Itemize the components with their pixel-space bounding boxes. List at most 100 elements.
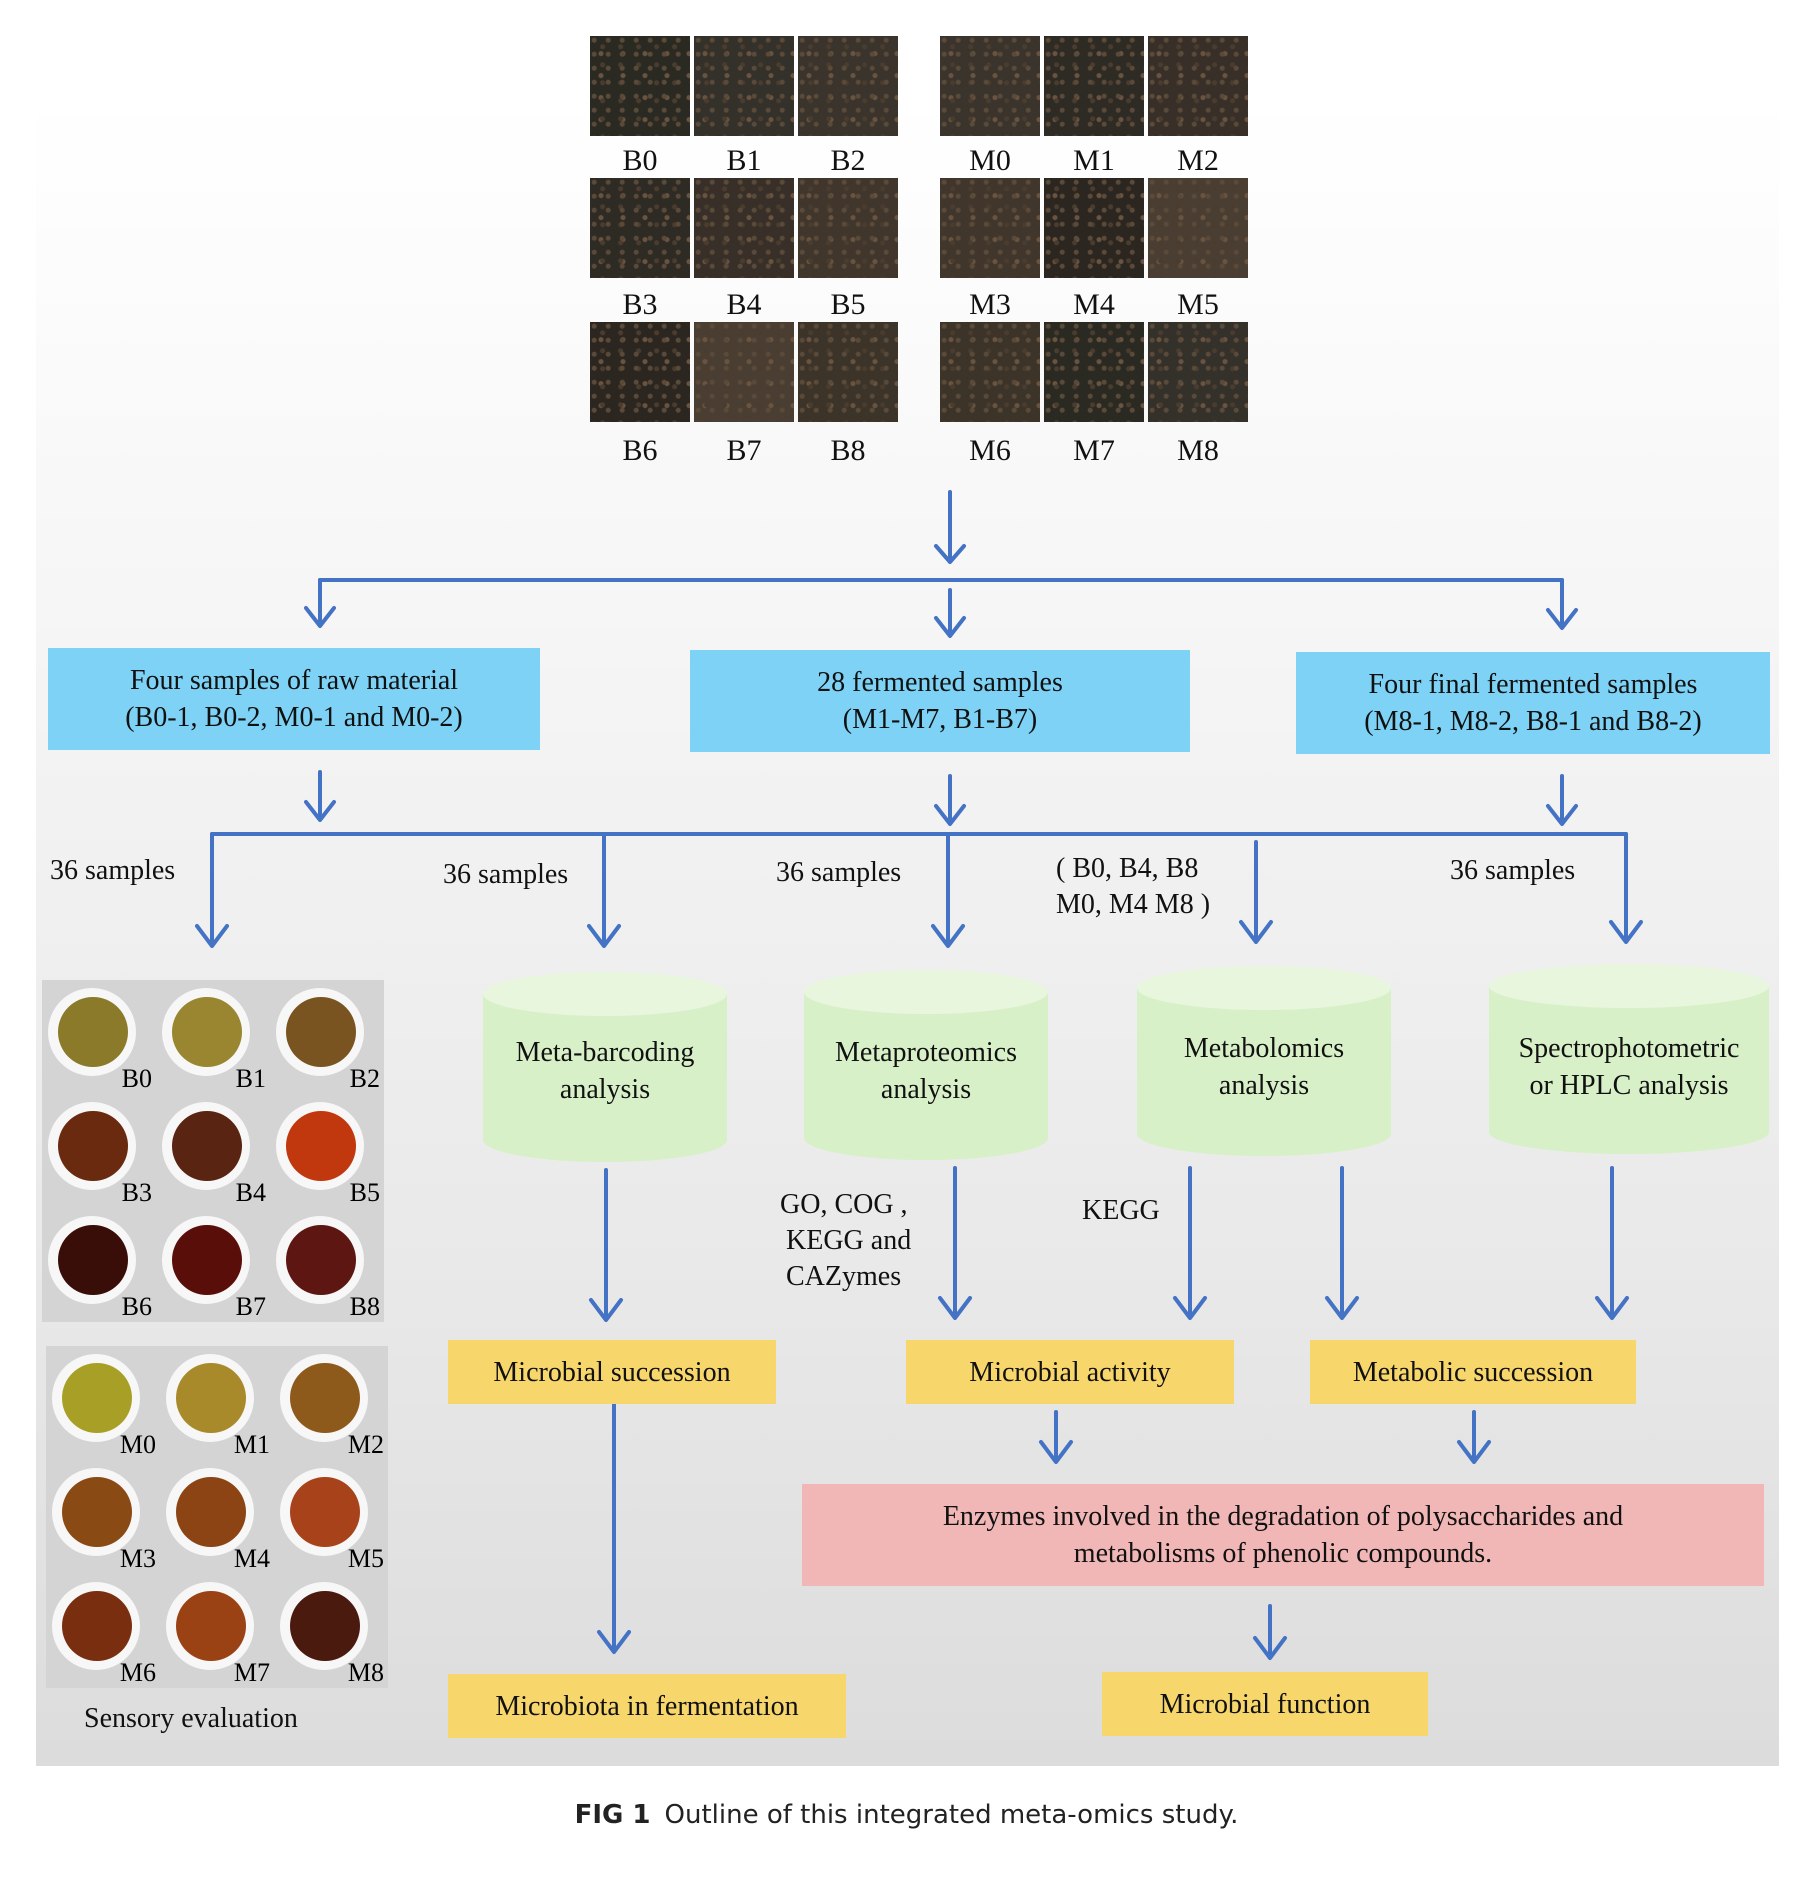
- group-final-line2: (M8-1, M8-2, B8-1 and B8-2): [1364, 706, 1702, 737]
- analysis-spectrophotometric: Spectrophotometric or HPLC analysis: [1488, 962, 1770, 1158]
- analysis-meta-barcoding: Meta-barcoding analysis: [482, 970, 728, 1166]
- sensory-cup-label: M4: [233, 1544, 270, 1573]
- group-raw-line2: (B0-1, B0-2, M0-1 and M0-2): [125, 702, 463, 733]
- sensory-cup-label: B5: [349, 1178, 380, 1207]
- tea-infusion: [286, 997, 356, 1067]
- sensory-cup-b2: B2: [270, 980, 384, 1094]
- tea-leaf-label-m5: M5: [1177, 288, 1219, 321]
- sensory-evaluation-label: Sensory evaluation: [84, 1703, 298, 1734]
- sensory-cup-m4: M4: [160, 1460, 274, 1574]
- tea-leaf-photo-m5: [1148, 178, 1248, 278]
- branch-label-metabolomics-2: M0, M4 M8 ): [1056, 889, 1211, 920]
- tea-leaf-photo-m8: [1148, 322, 1248, 422]
- sensory-cup-label: B1: [235, 1064, 266, 1093]
- tea-leaf-photo-m4: [1044, 178, 1144, 278]
- analysis-metabolomics-line1: Metabolomics: [1183, 1033, 1345, 1064]
- tea-leaf-photo-m2: [1148, 36, 1248, 136]
- enzymes-line2: metabolisms of phenolic compounds.: [1073, 1538, 1493, 1569]
- tea-infusion: [58, 1111, 128, 1181]
- tea-leaf-photo-b1: [694, 36, 794, 136]
- tea-leaf-photo-b0: [590, 36, 690, 136]
- sensory-cup-label: B8: [349, 1292, 380, 1321]
- tea-leaf-photo-m6: [940, 322, 1040, 422]
- tea-infusion: [176, 1363, 246, 1433]
- tea-leaf-label-b3: B3: [622, 288, 658, 321]
- tea-leaf-label-m8: M8: [1177, 434, 1219, 467]
- sensory-cup-label: M6: [119, 1658, 156, 1687]
- analysis-spectro-line2: or HPLC analysis: [1529, 1070, 1729, 1101]
- tea-leaf-photo-b8: [798, 322, 898, 422]
- tea-infusion: [290, 1591, 360, 1661]
- sensory-cup-b0: B0: [42, 980, 156, 1094]
- tea-leaf-photo-m3: [940, 178, 1040, 278]
- tea-leaf-photo-b5: [798, 178, 898, 278]
- annotation-proteomics-2: KEGG and: [786, 1225, 912, 1256]
- tea-leaf-photo-b2: [798, 36, 898, 136]
- analysis-barcoding-line2: analysis: [559, 1074, 651, 1105]
- tea-leaf-label-m1: M1: [1073, 144, 1115, 177]
- tea-infusion: [62, 1591, 132, 1661]
- sensory-cup-m1: M1: [160, 1346, 274, 1460]
- tea-infusion: [290, 1477, 360, 1547]
- annotation-proteomics-1: GO, COG ,: [780, 1189, 908, 1220]
- tea-infusion: [176, 1477, 246, 1547]
- sensory-cup-label: B2: [349, 1064, 380, 1093]
- outcome-microbial-activity: Microbial activity: [906, 1340, 1234, 1404]
- outcome-microbiota-in-fermentation: Microbiota in fermentation: [448, 1674, 846, 1738]
- tea-infusion: [58, 997, 128, 1067]
- sensory-cup-m3: M3: [46, 1460, 160, 1574]
- sensory-cup-label: M5: [347, 1544, 384, 1573]
- sensory-cup-b4: B4: [156, 1094, 270, 1208]
- tea-leaf-label-m0: M0: [969, 144, 1011, 177]
- annotation-metabolomics: KEGG: [1082, 1195, 1160, 1226]
- tea-leaf-photo-m7: [1044, 322, 1144, 422]
- sensory-cup-b3: B3: [42, 1094, 156, 1208]
- tea-leaf-label-b4: B4: [726, 288, 762, 321]
- sensory-cup-label: M0: [119, 1430, 156, 1459]
- branch-label-spectro: 36 samples: [1450, 855, 1576, 886]
- group-fermented-line2: (M1-M7, B1-B7): [842, 704, 1038, 735]
- tea-leaf-photo-m1: [1044, 36, 1144, 136]
- annotation-proteomics-3: CAZymes: [786, 1261, 902, 1292]
- group-fermented: 28 fermented samples (M1-M7, B1-B7): [690, 650, 1190, 752]
- group-fermented-line1: 28 fermented samples: [817, 667, 1063, 698]
- group-raw-line1: Four samples of raw material: [129, 665, 459, 696]
- analysis-proteomics-line2: analysis: [880, 1074, 972, 1105]
- sensory-cup-label: M1: [233, 1430, 270, 1459]
- outcome-enzymes: Enzymes involved in the degradation of p…: [802, 1484, 1764, 1586]
- group-final-fermented: Four final fermented samples (M8-1, M8-2…: [1296, 652, 1770, 754]
- tea-infusion: [172, 1225, 242, 1295]
- tea-infusion: [290, 1363, 360, 1433]
- group-final-line1: Four final fermented samples: [1368, 669, 1698, 700]
- tea-infusion: [286, 1225, 356, 1295]
- outcome-microbial-function: Microbial function: [1102, 1672, 1428, 1736]
- analysis-metabolomics: Metabolomics analysis: [1136, 964, 1392, 1160]
- tea-leaf-label-b1: B1: [726, 144, 762, 177]
- sensory-cup-label: B6: [121, 1292, 152, 1321]
- sensory-cup-b1: B1: [156, 980, 270, 1094]
- branch-label-barcoding: 36 samples: [443, 859, 569, 890]
- sensory-cup-m8: M8: [274, 1574, 388, 1688]
- tea-leaf-photo-b4: [694, 178, 794, 278]
- sensory-cup-label: M2: [347, 1430, 384, 1459]
- caption-text: Outline of this integrated meta-omics st…: [664, 1800, 1239, 1830]
- sensory-cup-label: B4: [235, 1178, 266, 1207]
- tea-leaf-label-m7: M7: [1073, 434, 1115, 467]
- tea-leaf-label-b2: B2: [830, 144, 866, 177]
- enzymes-line1: Enzymes involved in the degradation of p…: [942, 1501, 1624, 1532]
- tea-leaf-photo-b6: [590, 322, 690, 422]
- sensory-cup-m2: M2: [274, 1346, 388, 1460]
- analysis-proteomics-line1: Metaproteomics: [835, 1037, 1017, 1068]
- tea-leaf-label-m3: M3: [969, 288, 1011, 321]
- sensory-cup-label: B3: [121, 1178, 152, 1207]
- tea-infusion: [58, 1225, 128, 1295]
- tea-leaf-photo-b7: [694, 322, 794, 422]
- tea-infusion: [176, 1591, 246, 1661]
- tea-leaf-photo-m0: [940, 36, 1040, 136]
- tea-infusion: [62, 1363, 132, 1433]
- group-raw-material: Four samples of raw material (B0-1, B0-2…: [48, 648, 540, 750]
- tea-leaf-label-b6: B6: [622, 434, 658, 467]
